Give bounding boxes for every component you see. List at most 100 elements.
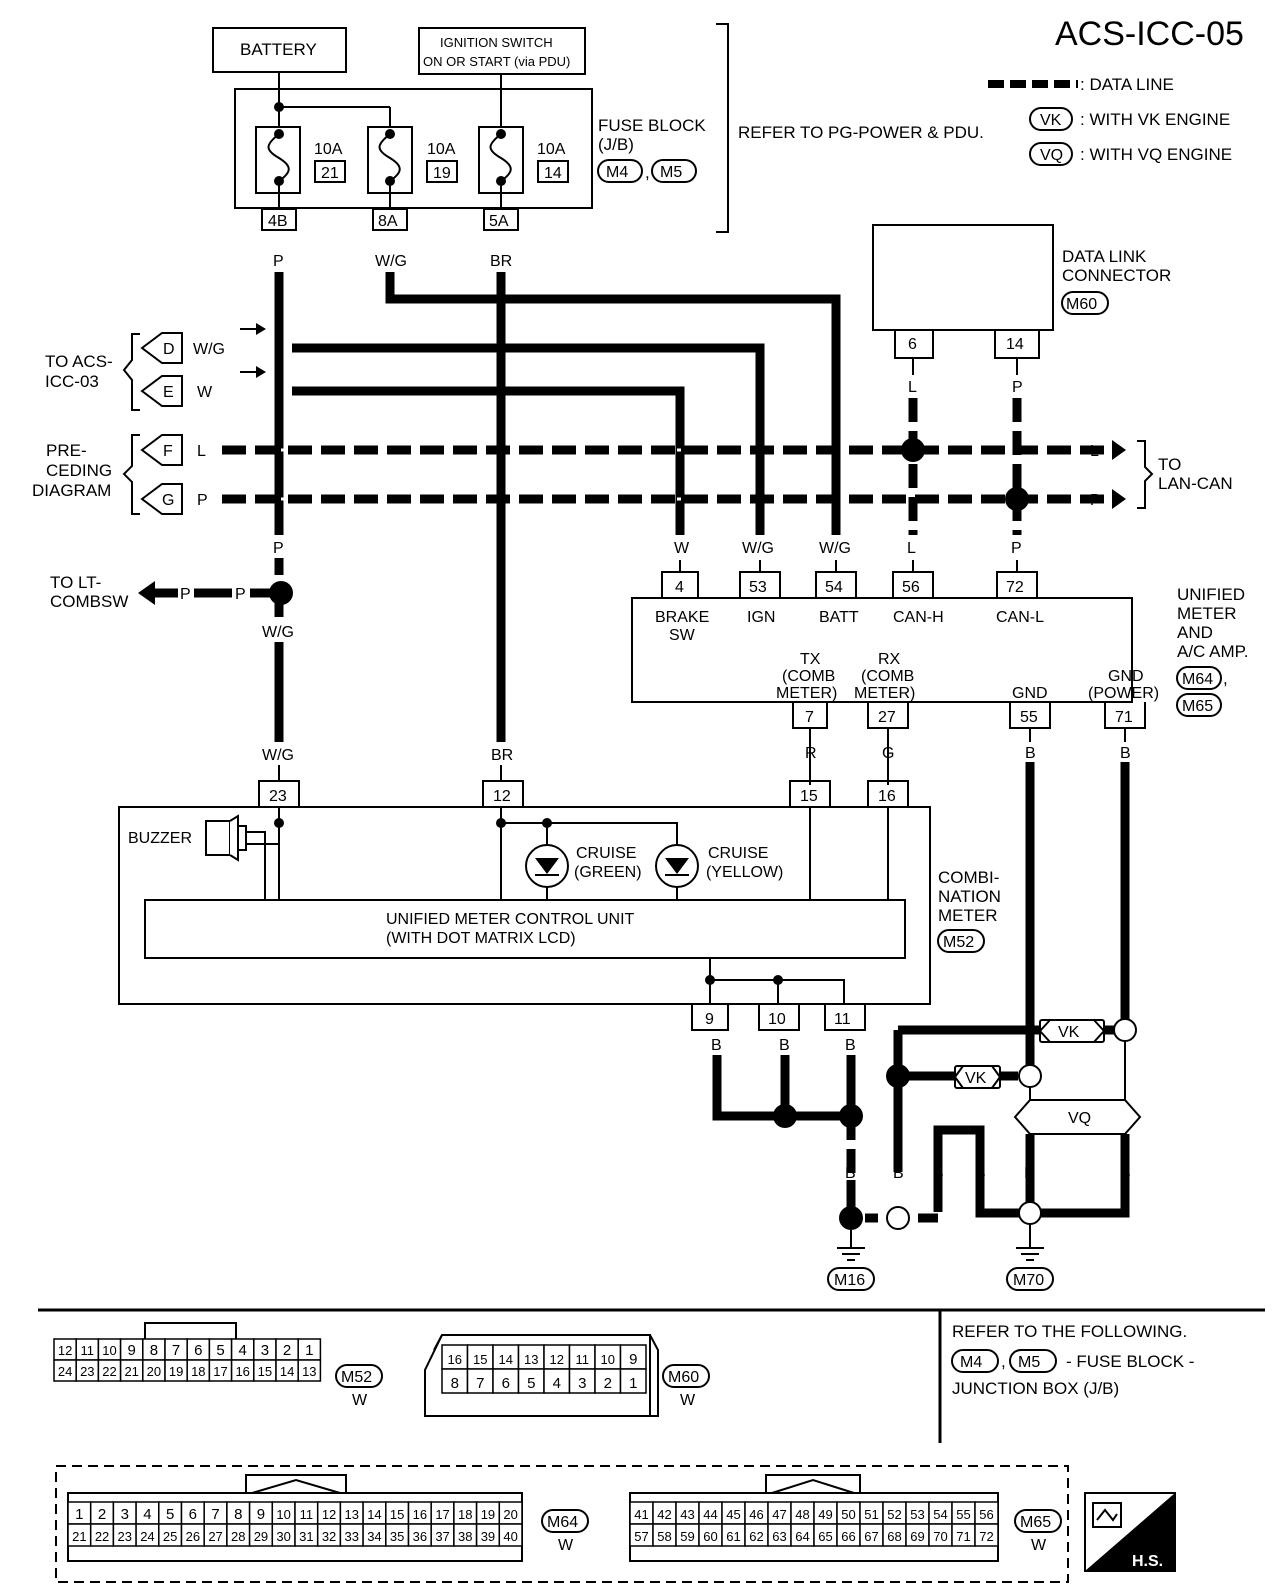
connector-pin-cell <box>594 1344 622 1370</box>
connector-pin-number: 65 <box>818 1529 832 1544</box>
ref-g: G P <box>140 483 208 515</box>
connector-pin-number: 60 <box>703 1529 717 1544</box>
svg-text:METER): METER) <box>776 685 837 702</box>
connector-pin-number: 12 <box>322 1507 336 1522</box>
connector-pin-number: 24 <box>58 1364 72 1379</box>
connector-pin-number: 8 <box>234 1506 242 1523</box>
connector-pin-number: 39 <box>481 1529 495 1544</box>
connector-pin-number: 5 <box>527 1375 535 1392</box>
meter-label-1: COMBI- <box>938 868 999 887</box>
ref-g-wire: P <box>197 492 208 509</box>
svg-text:27: 27 <box>878 709 896 726</box>
svg-text:H.S.: H.S. <box>1132 1553 1163 1570</box>
dlc-conn-label: M60 <box>1066 296 1097 313</box>
svg-text:5A: 5A <box>489 213 509 230</box>
connector-pin-number: 48 <box>795 1507 809 1522</box>
svg-text:P: P <box>180 586 191 603</box>
ground-m70: M70 <box>1006 1224 1054 1291</box>
connector-pin-number: 23 <box>118 1529 132 1544</box>
fuse-block: 10A 21 10A 19 10A 14 4B 8A 5A <box>234 72 593 231</box>
amp-label-gnd: GND <box>1012 685 1048 702</box>
svg-text:CEDING: CEDING <box>46 461 112 480</box>
connector-pin-number: 17 <box>435 1507 449 1522</box>
connector-pin-number: 28 <box>231 1529 245 1544</box>
fuse-21-rating: 10A <box>314 141 343 158</box>
connector-pin-number: 35 <box>390 1529 404 1544</box>
amp-label-1: UNIFIED <box>1177 585 1245 604</box>
svg-text:LAN-CAN: LAN-CAN <box>1158 474 1233 493</box>
connector-pin-number: 19 <box>169 1364 183 1379</box>
connector-pin-number: 1 <box>629 1375 637 1392</box>
svg-text:(COMB: (COMB <box>782 668 835 685</box>
meter-pin-11: 11 <box>824 1004 866 1031</box>
connector-pin-number: 4 <box>553 1375 561 1392</box>
amp-label-rx: RX <box>878 651 901 668</box>
ignition-label-2: ON OR START (via PDU) <box>423 54 570 69</box>
dlc-wire-l: L <box>908 379 917 396</box>
ref-f-wire: L <box>197 443 206 460</box>
meter-wire-b-11: B <box>845 1037 856 1054</box>
connector-pin-number: 2 <box>98 1506 106 1523</box>
amp-label-4: A/C AMP. <box>1177 642 1249 661</box>
amp-conn-m65-label: M65 <box>1182 698 1213 715</box>
amp-pin-54: 54 <box>815 560 857 598</box>
connector-pin-number: 66 <box>841 1529 855 1544</box>
svg-text:16: 16 <box>878 788 896 805</box>
connector-pin-number: 16 <box>413 1507 427 1522</box>
amp-pin-55: 55 <box>1009 702 1051 742</box>
amp-label-gnd-power: GND <box>1108 668 1144 685</box>
amp-label-can-h: CAN-H <box>893 609 944 626</box>
fuse-19-number: 19 <box>433 165 451 182</box>
connector-pin-number: 21 <box>72 1529 86 1544</box>
terminal-5a: 5A <box>483 208 519 231</box>
refer-power-text: REFER TO PG-POWER & PDU. <box>738 123 984 142</box>
connector-pin-number: 36 <box>413 1529 427 1544</box>
connector-m52-id: M52 <box>341 1369 372 1386</box>
svg-text:8A: 8A <box>378 213 398 230</box>
amp-wire-wg-54: W/G <box>819 540 851 557</box>
connector-pin-number: 61 <box>726 1529 740 1544</box>
amp-pin-71: 71 <box>1104 702 1146 742</box>
splices <box>269 438 1137 1230</box>
connector-pin-number: 15 <box>390 1507 404 1522</box>
connector-pin-number: 54 <box>933 1507 947 1522</box>
gnd-wire-b-1: B <box>845 1165 856 1182</box>
connector-pin-number: 2 <box>604 1375 612 1392</box>
ignition-switch-box: IGNITION SWITCH ON OR START (via PDU) <box>418 27 586 75</box>
fuse-block-label-2: (J/B) <box>598 135 634 154</box>
svg-text:M70: M70 <box>1013 1272 1044 1289</box>
svg-text:VK: VK <box>1058 1024 1080 1041</box>
connector-pin-number: 15 <box>258 1364 272 1379</box>
connector-pin-number: 45 <box>726 1507 740 1522</box>
terminal-4b: 4B <box>261 208 297 231</box>
data-link-connector: 6 14 L P <box>872 224 1054 396</box>
svg-text:72: 72 <box>1006 579 1024 596</box>
fuse-block-comma: , <box>645 163 650 182</box>
connector-m64-color: W <box>558 1537 574 1554</box>
amp-label-tx: TX <box>800 651 821 668</box>
connector-pin-number: 22 <box>102 1364 116 1379</box>
connector-pin-number: 58 <box>657 1529 671 1544</box>
svg-text:F: F <box>163 443 173 460</box>
connector-pin-number: 51 <box>864 1507 878 1522</box>
gnd-wire-b-6: B <box>1120 1165 1131 1182</box>
connector-pin-cell <box>543 1368 571 1394</box>
control-unit-label-1: UNIFIED METER CONTROL UNIT <box>386 911 635 928</box>
gnd-wire-b-5: B <box>1024 1165 1035 1182</box>
connector-pin-number: 27 <box>208 1529 222 1544</box>
connector-pin-number: 37 <box>435 1529 449 1544</box>
dlc-label-1: DATA LINK <box>1062 247 1147 266</box>
svg-text:PRE-: PRE- <box>46 441 87 460</box>
svg-text:D: D <box>163 341 175 358</box>
svg-text:ICC-03: ICC-03 <box>45 372 99 391</box>
connector-pin-number: 41 <box>634 1507 648 1522</box>
amp-label-3: AND <box>1177 623 1213 642</box>
connector-pin-cell <box>466 1344 494 1370</box>
connector-pin-number: 26 <box>186 1529 200 1544</box>
legend-vq-text: : WITH VQ ENGINE <box>1080 145 1232 164</box>
svg-text:55: 55 <box>1020 709 1038 726</box>
connector-pin-number: 14 <box>280 1364 294 1379</box>
connector-pin-cell <box>466 1368 494 1394</box>
